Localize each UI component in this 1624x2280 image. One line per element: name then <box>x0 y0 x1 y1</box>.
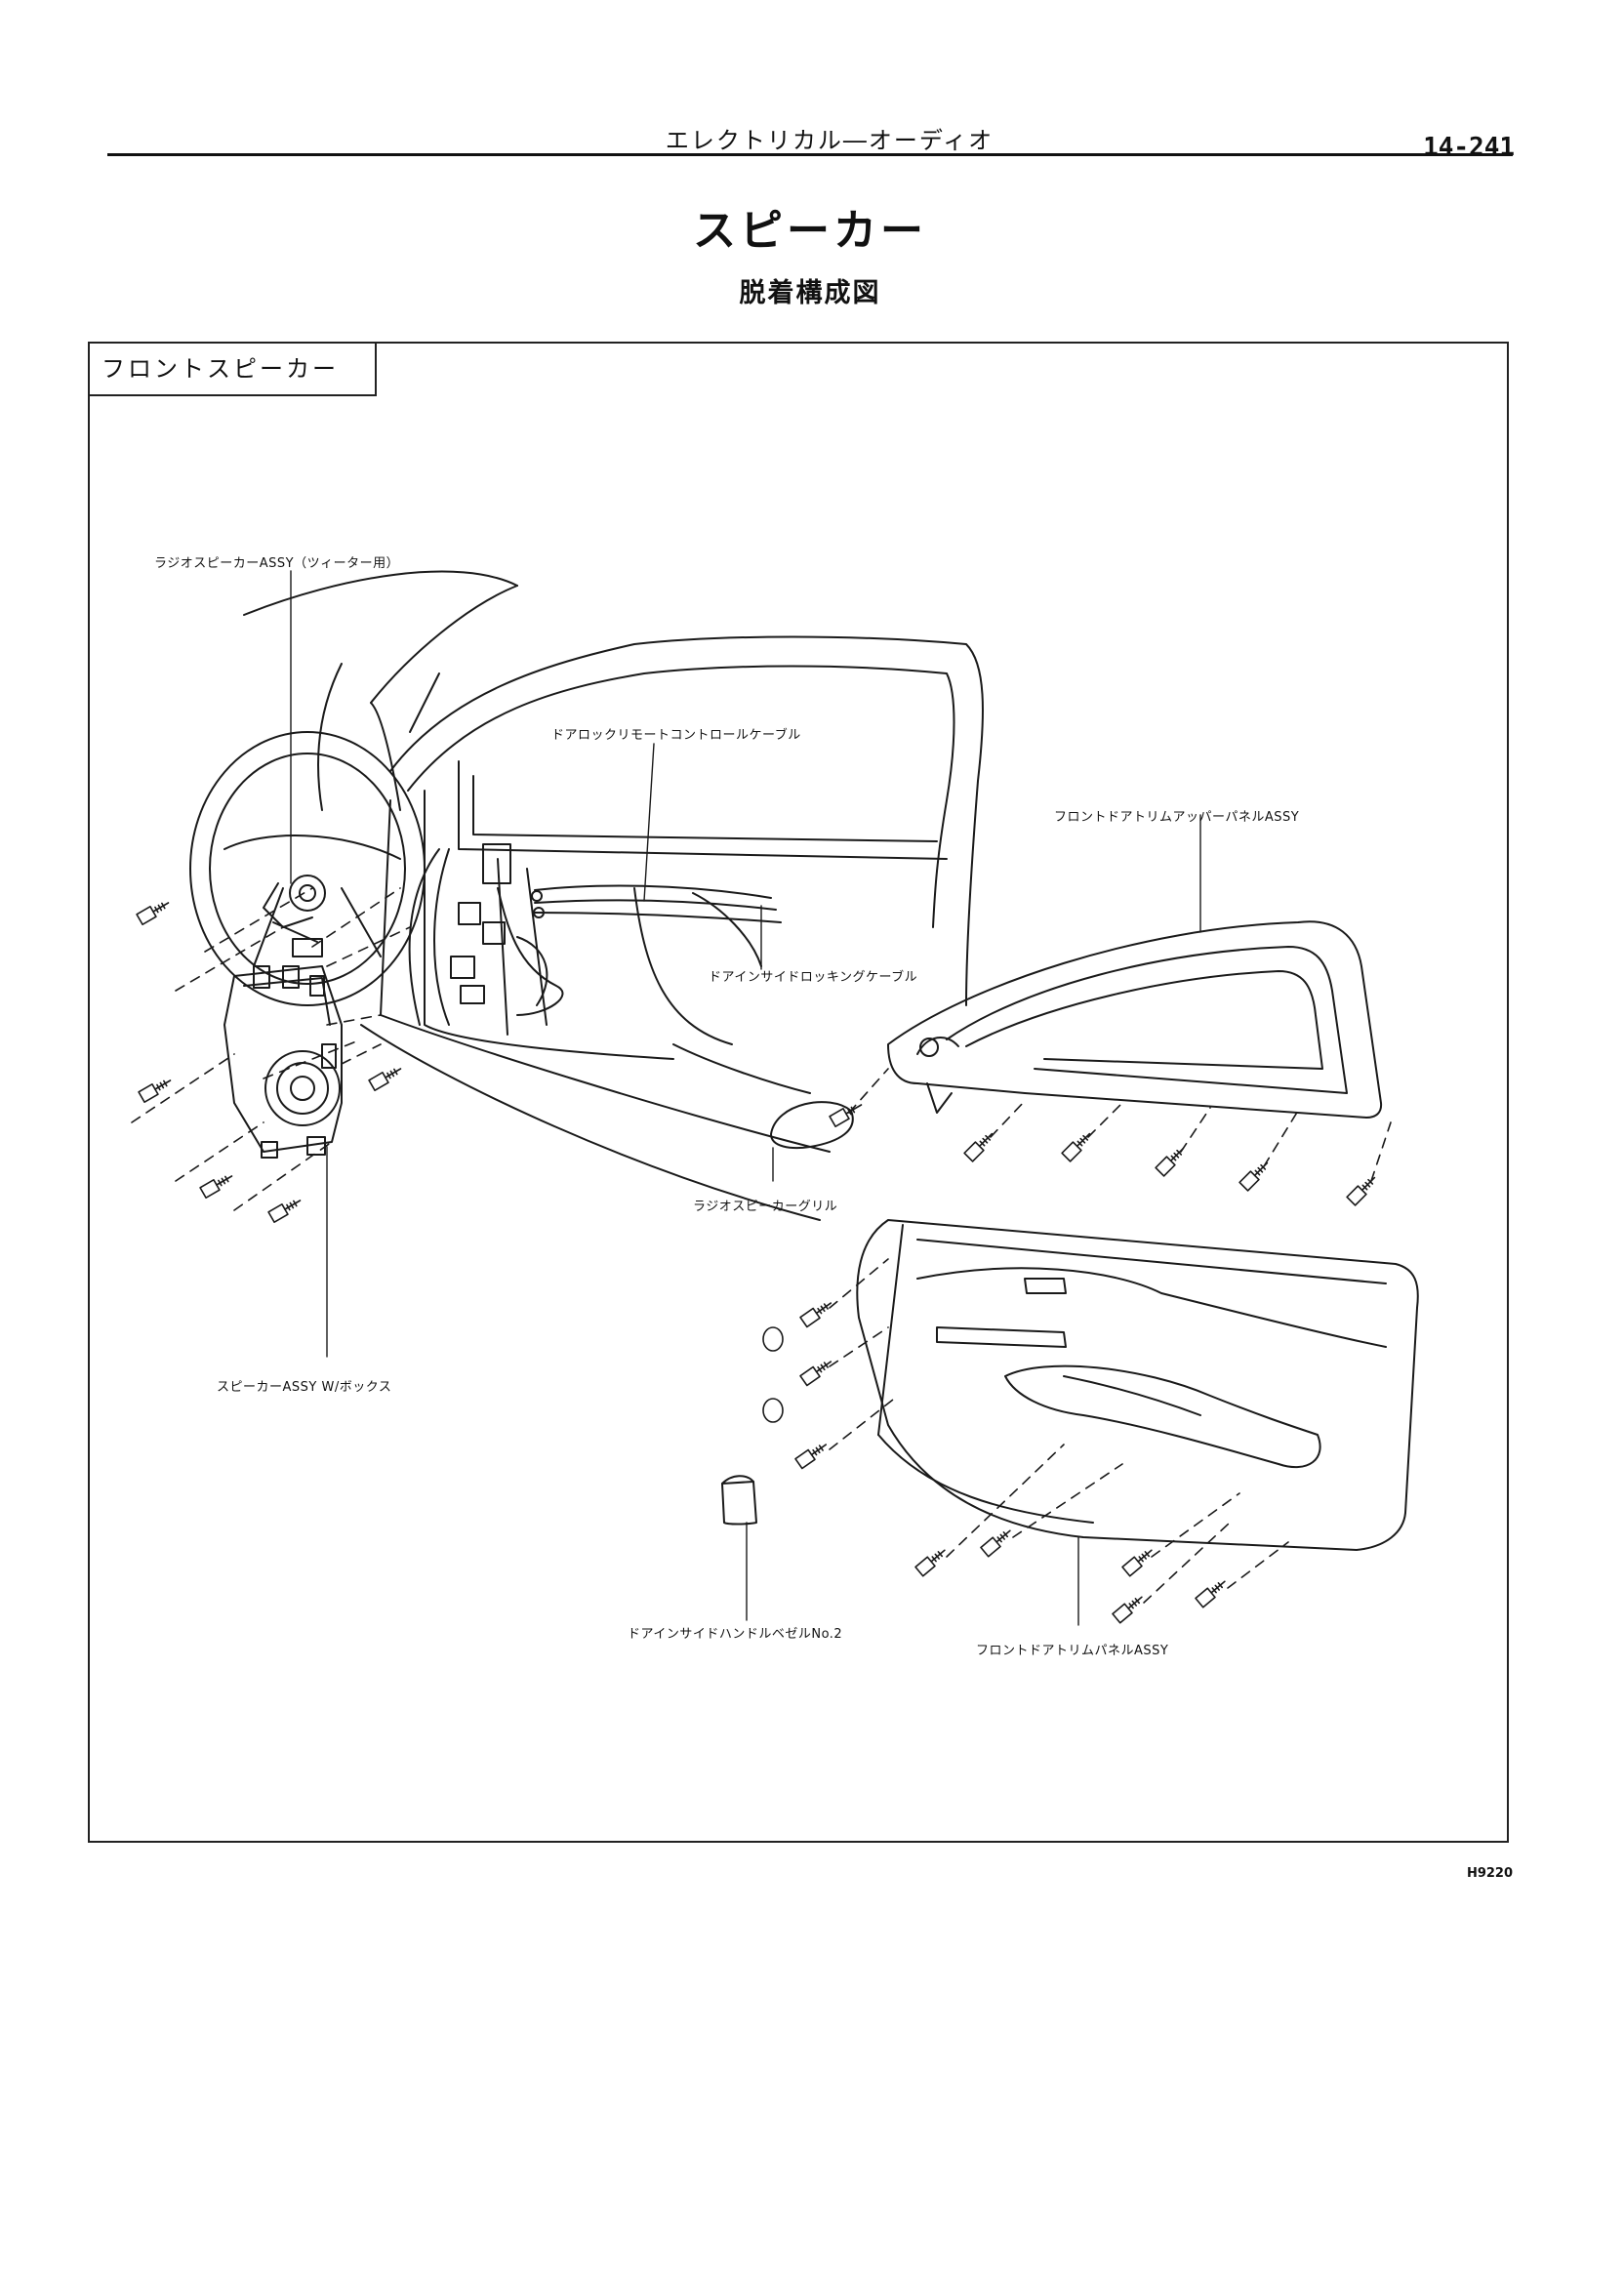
door-trim-panel <box>856 1219 1419 1551</box>
handle-bezel <box>721 1475 757 1526</box>
callout-speaker-grille: ラジオスピーカーグリル <box>693 1200 838 1214</box>
callout-trim-panel: フロントドアトリムパネルASSY <box>976 1644 1169 1658</box>
exploded-view-diagram <box>131 570 1419 1626</box>
section-title: エレクトリカル―オーディオ <box>665 127 995 154</box>
callout-lock-remote-cable: ドアロックリモートコントロールケーブル <box>551 728 801 743</box>
assembly-lines-left <box>131 887 411 1211</box>
screws <box>136 902 1376 1624</box>
callout-speaker-box: スピーカーASSY W/ボックス <box>217 1380 392 1395</box>
upper-trim-panel <box>887 920 1383 1119</box>
car-body-outline <box>243 570 984 1221</box>
section-label-box <box>88 342 377 396</box>
figure-code: H9220 <box>1466 1866 1513 1881</box>
tweeter-speaker <box>263 875 326 957</box>
page-number: 14-241 <box>1423 133 1515 162</box>
steering-wheel <box>189 731 426 1006</box>
section-label: フロントスピーカー <box>102 355 339 383</box>
callout-tweeter-speaker: ラジオスピーカーASSY（ツィーター用） <box>154 556 400 571</box>
assembly-lines-upper-panel <box>848 1068 1392 1182</box>
speaker-grille <box>770 1101 854 1150</box>
callout-upper-panel: フロントドアトリムアッパーパネルASSY <box>1054 810 1300 825</box>
diagram-frame <box>88 342 1509 1843</box>
leader-lines <box>290 570 1201 1626</box>
page-title: スピーカー <box>693 206 927 256</box>
speaker-box <box>223 965 343 1159</box>
assembly-lines-lower-panel <box>829 1258 1289 1604</box>
callout-inside-locking-cable: ドアインサイドロッキングケーブル <box>709 970 918 985</box>
page-subtitle: 脱着構成図 <box>739 278 881 308</box>
header-rule <box>107 153 1513 156</box>
callout-handle-bezel: ドアインサイドハンドルベゼルNo.2 <box>628 1627 843 1642</box>
clips <box>762 1326 784 1423</box>
